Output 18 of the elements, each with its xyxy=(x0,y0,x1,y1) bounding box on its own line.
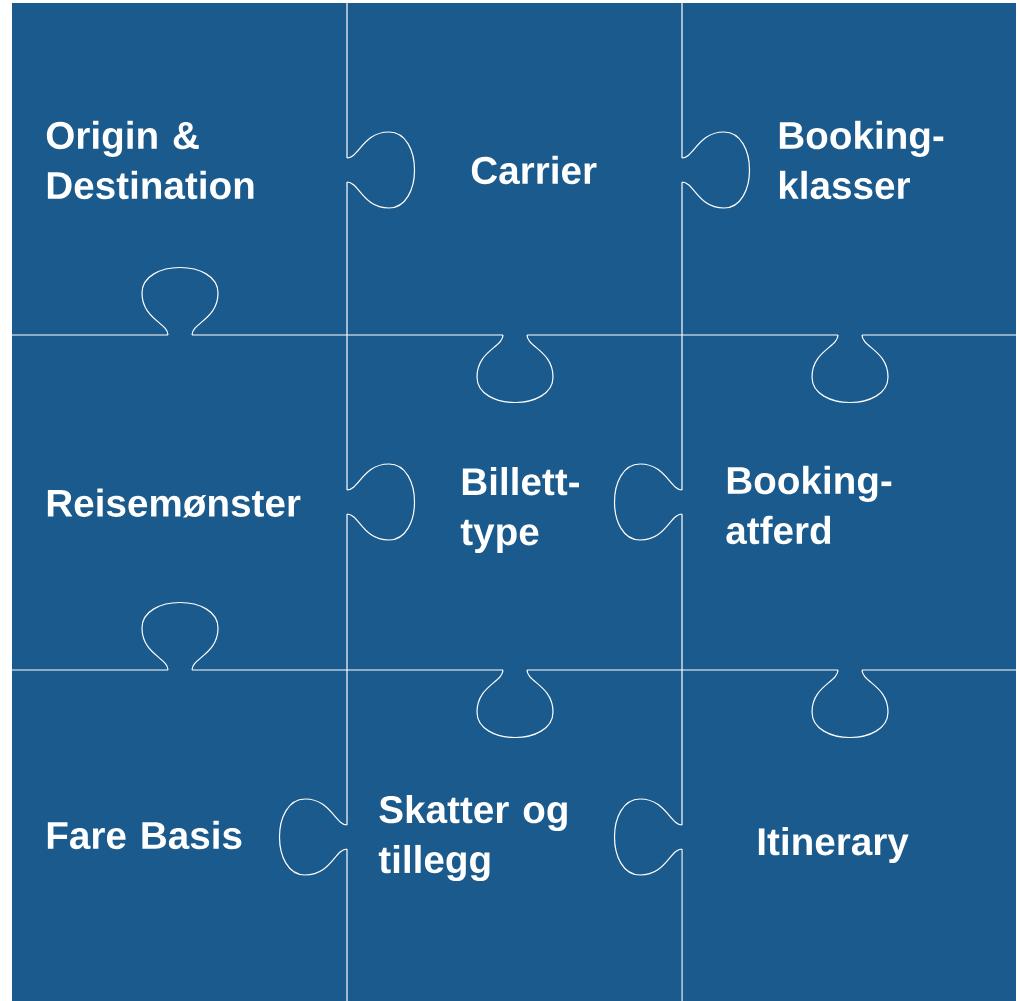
puzzle-piece: Reisemønster xyxy=(12,335,347,671)
puzzle-piece: Skatter og tillegg xyxy=(347,669,683,1001)
node-label: Carrier xyxy=(471,155,597,185)
node-label: Booking-atferd xyxy=(726,465,892,545)
node-label: Booking-klasser xyxy=(779,120,944,200)
puzzle-piece: Origin & Destination xyxy=(12,3,347,336)
puzzle-piece: Itinerary xyxy=(682,669,1016,1001)
puzzle-piece: Billett-type xyxy=(346,334,683,670)
puzzle-piece: Carrier xyxy=(346,3,682,335)
puzzle-piece: Fare Basis xyxy=(12,670,348,1001)
puzzle-piece: Booking-klasser xyxy=(681,3,1016,335)
node-label: Fare Basis xyxy=(47,820,242,850)
node-label: Reisemønster xyxy=(47,488,301,518)
node-label: Skatter og tillegg xyxy=(378,794,567,882)
node-label: Itinerary xyxy=(758,826,909,864)
node-label: Origin & Destination xyxy=(46,120,254,200)
node-label: Billett-type xyxy=(460,466,580,554)
puzzle-piece: Booking-atferd xyxy=(682,334,1016,670)
